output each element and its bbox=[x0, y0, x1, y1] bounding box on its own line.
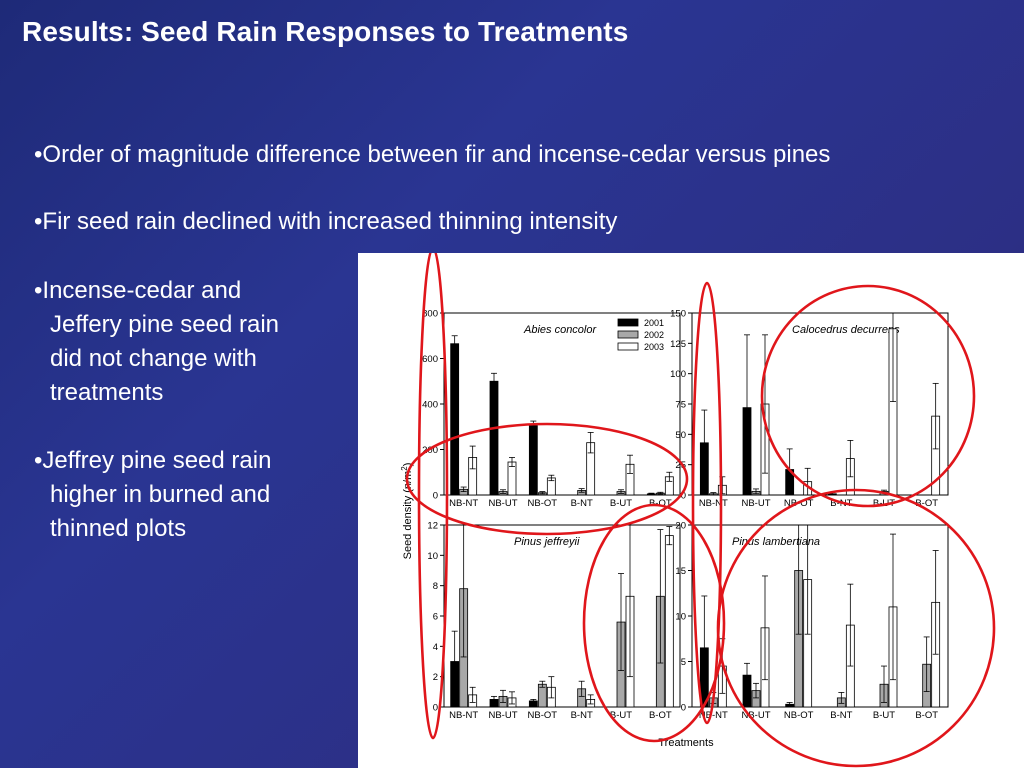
bar-2003 bbox=[664, 535, 674, 708]
annotation-ellipse bbox=[582, 503, 726, 743]
bar-2001 bbox=[528, 425, 538, 496]
x-tick-label: B-OT bbox=[915, 710, 938, 721]
x-tick-label: B-OT bbox=[649, 710, 672, 721]
y-tick-label: 50 bbox=[675, 430, 686, 441]
legend-swatch bbox=[617, 330, 639, 339]
x-tick-label: NB-OT bbox=[528, 498, 558, 509]
species-label: Abies concolor bbox=[523, 324, 597, 336]
annotation-ellipse bbox=[760, 284, 976, 508]
species-label: Pinus jeffreyii bbox=[514, 536, 580, 548]
y-tick-label: 150 bbox=[670, 309, 686, 320]
y-tick-label: 400 bbox=[422, 400, 438, 411]
bullet-line: treatments bbox=[50, 379, 164, 406]
y-tick-label: 5 bbox=[681, 657, 686, 668]
species-label: Calocedrus decurrens bbox=[792, 324, 900, 336]
x-tick-label: NB-UT bbox=[488, 498, 517, 509]
seed-rain-charts: Seed density (n/m2) Treatments 020040060… bbox=[400, 253, 996, 768]
bar-2001 bbox=[489, 380, 499, 496]
x-axis-label: Treatments bbox=[658, 737, 714, 749]
bullet-no-change: •Incense-cedar and Jeffery pine seed rai… bbox=[34, 274, 354, 410]
x-tick-label: B-NT bbox=[571, 710, 593, 721]
y-tick-label: 2 bbox=[433, 672, 438, 683]
y-tick-label: 75 bbox=[675, 400, 686, 411]
y-tick-label: 6 bbox=[433, 612, 438, 623]
slide-title: Results: Seed Rain Responses to Treatmen… bbox=[22, 16, 629, 47]
y-tick-label: 100 bbox=[670, 369, 686, 380]
plot-frame bbox=[691, 312, 949, 496]
x-tick-label: NB-NT bbox=[699, 498, 728, 509]
legend-swatch bbox=[617, 318, 639, 327]
x-tick-label: NB-UT bbox=[741, 710, 770, 721]
bar-2001 bbox=[450, 343, 460, 496]
y-tick-label: 10 bbox=[675, 612, 686, 623]
x-tick-label: NB-UT bbox=[488, 710, 517, 721]
species-label: Pinus lambertiana bbox=[732, 536, 820, 548]
x-tick-label: B-NT bbox=[830, 710, 852, 721]
x-tick-label: B-NT bbox=[571, 498, 593, 509]
bullet-line: did not change with bbox=[50, 345, 257, 372]
bullet-line: •Jeffrey pine seed rain bbox=[34, 447, 272, 474]
legend-label: 2003 bbox=[644, 342, 664, 352]
annotation-ellipse bbox=[716, 488, 996, 768]
y-tick-label: 25 bbox=[675, 460, 686, 471]
x-tick-label: NB-UT bbox=[741, 498, 770, 509]
legend-label: 2002 bbox=[644, 330, 664, 340]
x-tick-label: NB-NT bbox=[699, 710, 728, 721]
x-tick-label: B-UT bbox=[873, 710, 895, 721]
y-tick-label: 8 bbox=[433, 581, 438, 592]
y-tick-label: 200 bbox=[422, 445, 438, 456]
y-tick-label: 4 bbox=[433, 642, 438, 653]
x-tick-label: NB-NT bbox=[449, 710, 478, 721]
x-tick-label: B-UT bbox=[610, 710, 632, 721]
plot-frame bbox=[443, 524, 681, 708]
legend-label: 2001 bbox=[644, 318, 664, 328]
bullet-line: Jeffery pine seed rain bbox=[50, 311, 280, 338]
annotation-ellipse bbox=[417, 253, 449, 740]
y-axis-label-sup: 2 bbox=[400, 466, 409, 471]
y-tick-label: 15 bbox=[675, 566, 686, 577]
y-tick-label: 800 bbox=[422, 309, 438, 320]
y-tick-label: 600 bbox=[422, 354, 438, 365]
bullet-fir-decline: •Fir seed rain declined with increased t… bbox=[34, 208, 618, 235]
y-tick-label: 20 bbox=[675, 521, 686, 532]
annotation-ellipse bbox=[691, 281, 723, 725]
y-tick-label: 125 bbox=[670, 339, 686, 350]
y-tick-label: 0 bbox=[433, 703, 438, 714]
bullet-jeffrey-burned: •Jeffrey pine seed rain higher in burned… bbox=[34, 444, 354, 546]
plot-frame bbox=[443, 312, 681, 496]
y-tick-label: 0 bbox=[681, 491, 686, 502]
bullet-magnitude: •Order of magnitude difference between f… bbox=[34, 141, 831, 168]
legend-swatch bbox=[617, 342, 639, 351]
x-tick-label: B-OT bbox=[649, 498, 672, 509]
x-tick-label: B-UT bbox=[610, 498, 632, 509]
bullet-line: thinned plots bbox=[50, 515, 187, 542]
bullet-line: higher in burned and bbox=[50, 481, 271, 508]
y-tick-label: 10 bbox=[427, 551, 438, 562]
x-tick-label: NB-NT bbox=[449, 498, 478, 509]
annotation-ellipse bbox=[405, 422, 689, 536]
y-tick-label: 12 bbox=[427, 521, 438, 532]
bullet-line: •Incense-cedar and bbox=[34, 277, 242, 304]
y-tick-label: 0 bbox=[433, 491, 438, 502]
x-tick-label: NB-OT bbox=[528, 710, 558, 721]
x-tick-label: NB-OT bbox=[784, 710, 814, 721]
x-tick-label: B-OT bbox=[915, 498, 938, 509]
y-axis-label-end: ) bbox=[402, 463, 414, 467]
plot-frame bbox=[691, 524, 949, 708]
y-tick-label: 0 bbox=[681, 703, 686, 714]
